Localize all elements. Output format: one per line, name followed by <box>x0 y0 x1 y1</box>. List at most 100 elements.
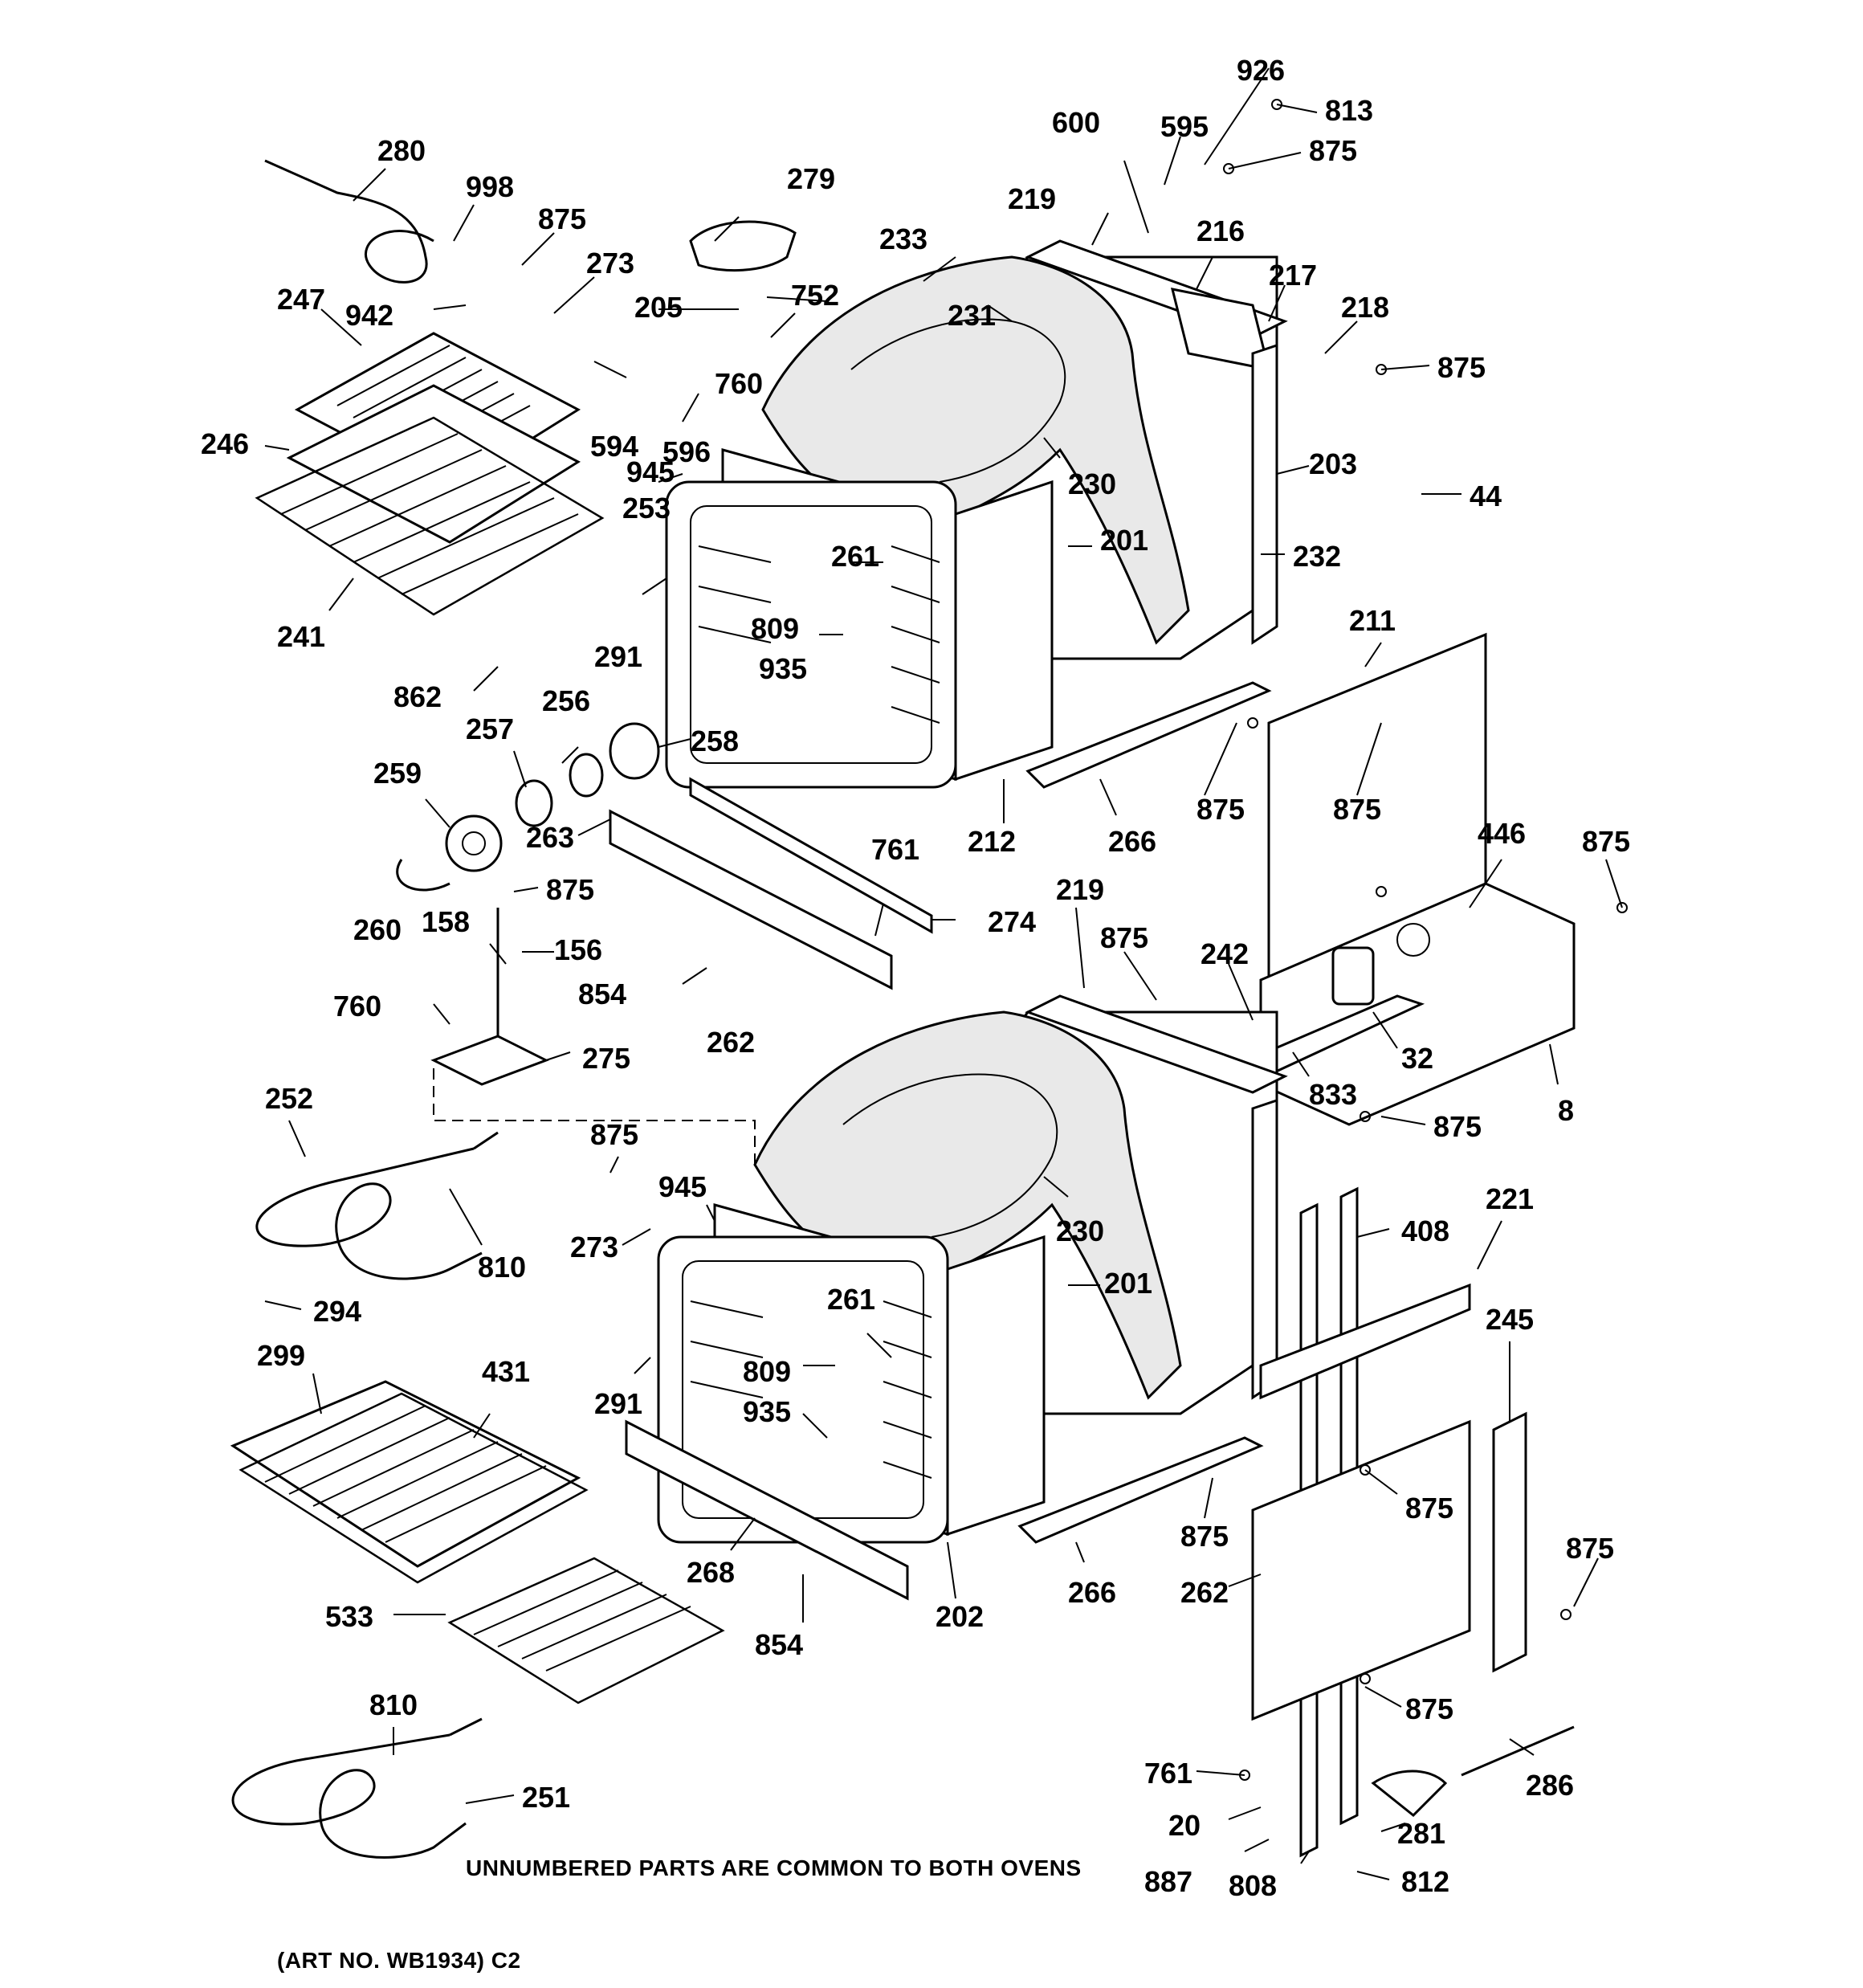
label-262-b: 262 <box>1180 1576 1229 1609</box>
label-242: 242 <box>1201 937 1249 970</box>
label-245: 245 <box>1486 1303 1534 1336</box>
label-875-m: 875 <box>1180 1520 1229 1553</box>
label-201: 201 <box>1100 524 1148 557</box>
lower-oven-rack-guides <box>690 1300 932 1479</box>
label-274: 274 <box>988 905 1036 938</box>
label-158: 158 <box>422 905 470 938</box>
label-281: 281 <box>1397 1817 1445 1850</box>
label-760-b: 760 <box>333 990 381 1023</box>
label-256: 256 <box>542 684 590 717</box>
label-875-i: 875 <box>1433 1110 1482 1143</box>
rack-431 <box>238 1392 589 1584</box>
label-259: 259 <box>373 757 422 790</box>
label-945: 945 <box>626 455 675 488</box>
label-299: 299 <box>257 1339 305 1372</box>
lower-oven-insulation-fold <box>842 1073 1058 1238</box>
upper-oven-front-frame <box>665 480 957 789</box>
bake-element-252-terminal <box>473 1131 499 1150</box>
label-211: 211 <box>1349 604 1396 637</box>
label-216: 216 <box>1196 214 1245 247</box>
label-595: 595 <box>1160 110 1209 143</box>
drip-pan-299 <box>230 1380 581 1568</box>
switch-257 <box>515 779 553 827</box>
label-752: 752 <box>791 279 839 312</box>
rack-533-wires <box>473 1570 691 1672</box>
label-813: 813 <box>1325 94 1373 127</box>
spring-286 <box>1461 1725 1575 1777</box>
panel-262-lower <box>1251 1419 1471 1721</box>
label-156: 156 <box>554 933 602 966</box>
label-408: 408 <box>1401 1214 1449 1247</box>
label-212: 212 <box>968 825 1016 858</box>
label-232: 232 <box>1293 540 1341 573</box>
label-241: 241 <box>277 620 325 653</box>
label-942: 942 <box>345 299 393 332</box>
label-273: 273 <box>586 247 634 280</box>
lower-oven-cavity-side <box>946 1235 1046 1537</box>
label-258: 258 <box>691 725 739 757</box>
label-261: 261 <box>831 540 879 573</box>
upper-right-side-panel <box>1251 343 1278 645</box>
lower-right-side-panel <box>1251 1098 1278 1400</box>
label-926: 926 <box>1237 54 1285 87</box>
label-20: 20 <box>1168 1809 1201 1842</box>
meat-probe-280 <box>264 159 434 284</box>
upper-front-trim-274 <box>689 777 933 934</box>
label-875-e: 875 <box>1333 793 1381 826</box>
label-275: 275 <box>582 1042 630 1075</box>
label-854-b: 854 <box>755 1628 803 1661</box>
label-810-b: 810 <box>369 1688 418 1721</box>
label-273-b: 273 <box>570 1231 618 1263</box>
label-253: 253 <box>622 492 671 525</box>
label-201-b: 201 <box>1104 1267 1152 1300</box>
label-875: 875 <box>538 202 586 235</box>
label-760: 760 <box>715 367 763 400</box>
label-257: 257 <box>466 712 514 745</box>
label-221: 221 <box>1486 1182 1534 1215</box>
label-761: 761 <box>871 833 919 866</box>
lower-bottom-rail-266 <box>1017 1436 1264 1544</box>
knob-259-center <box>462 831 486 855</box>
label-246: 246 <box>201 427 249 460</box>
label-945-b: 945 <box>658 1170 707 1203</box>
label-998: 998 <box>466 170 514 203</box>
upper-bottom-rail <box>1025 681 1272 789</box>
label-230-b: 230 <box>1056 1214 1104 1247</box>
label-875-f: 875 <box>546 873 594 906</box>
label-8: 8 <box>1558 1094 1574 1127</box>
common-parts-note: UNNUMBERED PARTS ARE COMMON TO BOTH OVEN… <box>466 1855 1082 1880</box>
label-279: 279 <box>787 162 835 195</box>
label-217: 217 <box>1269 259 1317 292</box>
label-261-b: 261 <box>827 1283 875 1316</box>
rack-431-wires <box>264 1405 547 1543</box>
label-262: 262 <box>707 1026 755 1059</box>
label-812: 812 <box>1401 1865 1449 1898</box>
oven-rack-241-wires <box>280 433 579 595</box>
label-230: 230 <box>1068 467 1116 500</box>
upper-oven-cavity-side <box>954 480 1054 782</box>
label-887: 887 <box>1144 1865 1192 1898</box>
label-280: 280 <box>377 134 426 167</box>
label-862: 862 <box>393 680 442 713</box>
label-875-h: 875 <box>1582 825 1630 858</box>
label-431: 431 <box>482 1355 530 1388</box>
label-833: 833 <box>1309 1078 1357 1111</box>
label-875-l: 875 <box>1566 1532 1614 1565</box>
broiler-pan-246 <box>286 384 581 544</box>
label-252: 252 <box>265 1082 313 1115</box>
part-labels: 280 998 875 273 279 247 942 205 752 760 … <box>201 54 1630 1902</box>
back-panel-446-vent <box>1396 923 1430 957</box>
light-cover-279 <box>689 220 797 271</box>
label-600: 600 <box>1052 106 1100 139</box>
label-875-g: 875 <box>1100 921 1148 954</box>
lower-trim-268 <box>625 1419 909 1601</box>
upper-oven-front-opening <box>690 505 932 764</box>
art-number: (ART NO. WB1934) C2 <box>277 1948 521 1973</box>
label-291-b: 291 <box>594 1387 642 1420</box>
oven-rack-241 <box>255 416 605 616</box>
label-231: 231 <box>948 299 996 332</box>
label-291: 291 <box>594 640 642 673</box>
label-263: 263 <box>526 821 574 854</box>
bezel-256 <box>569 753 604 798</box>
